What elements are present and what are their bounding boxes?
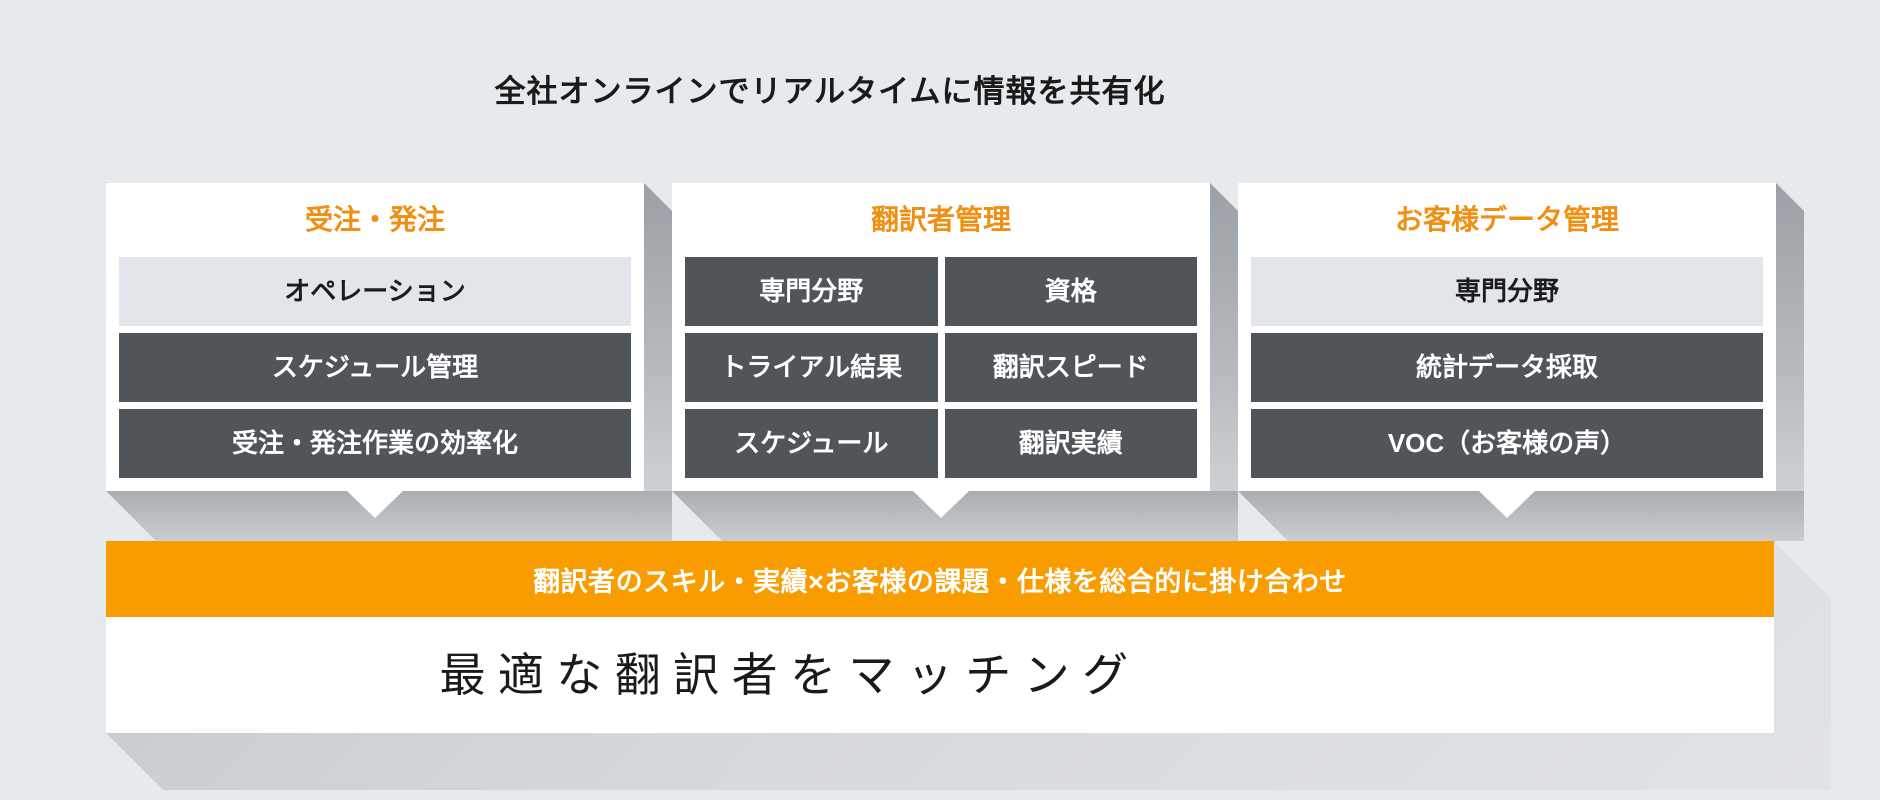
cell-translation-record: 翻訳実績	[944, 409, 1197, 478]
page-title: 全社オンラインでリアルタイムに情報を共有化	[494, 74, 1166, 109]
card-customer-data: お客様データ管理 専門分野 統計データ採取 VOC（お客様の声）	[1238, 183, 1776, 491]
card3-side-shadow	[1776, 183, 1804, 541]
card-customer-title: お客様データ管理	[1394, 204, 1619, 235]
card-translator-management: 翻訳者管理 専門分野 資格 トライアル結果 翻訳スピード スケジュール 翻訳実績	[672, 183, 1210, 491]
cell-schedule: スケジュール	[685, 409, 938, 478]
card-customer-row-specialty: 専門分野	[1251, 257, 1763, 326]
card-translator-title: 翻訳者管理	[870, 204, 1011, 235]
card-orders-title: 受注・発注	[304, 204, 445, 235]
card1-side-shadow	[644, 183, 672, 541]
cell-trial-result: トライアル結果	[685, 333, 938, 402]
card-orders-row-efficiency: 受注・発注作業の効率化	[119, 409, 631, 478]
card-orders-rows: オペレーション スケジュール管理 受注・発注作業の効率化	[119, 257, 631, 478]
card2-side-shadow	[1210, 183, 1238, 541]
result-text: 最適な翻訳者をマッチング	[439, 649, 1141, 701]
card-orders: 受注・発注 オペレーション スケジュール管理 受注・発注作業の効率化	[106, 183, 644, 491]
result-block: 最適な翻訳者をマッチング	[106, 617, 1774, 733]
matching-banner: 翻訳者のスキル・実績×お客様の課題・仕様を総合的に掛け合わせ	[106, 541, 1774, 617]
cell-qualification: 資格	[944, 257, 1197, 326]
cell-translation-speed: 翻訳スピード	[944, 333, 1197, 402]
card-customer-rows: 専門分野 統計データ採取 VOC（お客様の声）	[1251, 257, 1763, 478]
card-translator-grid: 専門分野 資格 トライアル結果 翻訳スピード スケジュール 翻訳実績	[685, 257, 1197, 478]
cell-specialty: 専門分野	[685, 257, 938, 326]
card-customer-row-voc: VOC（お客様の声）	[1251, 409, 1763, 478]
card-customer-row-statistics: 統計データ採取	[1251, 333, 1763, 402]
card-orders-row-schedule: スケジュール管理	[119, 333, 631, 402]
card-orders-row-operation: オペレーション	[119, 257, 631, 326]
